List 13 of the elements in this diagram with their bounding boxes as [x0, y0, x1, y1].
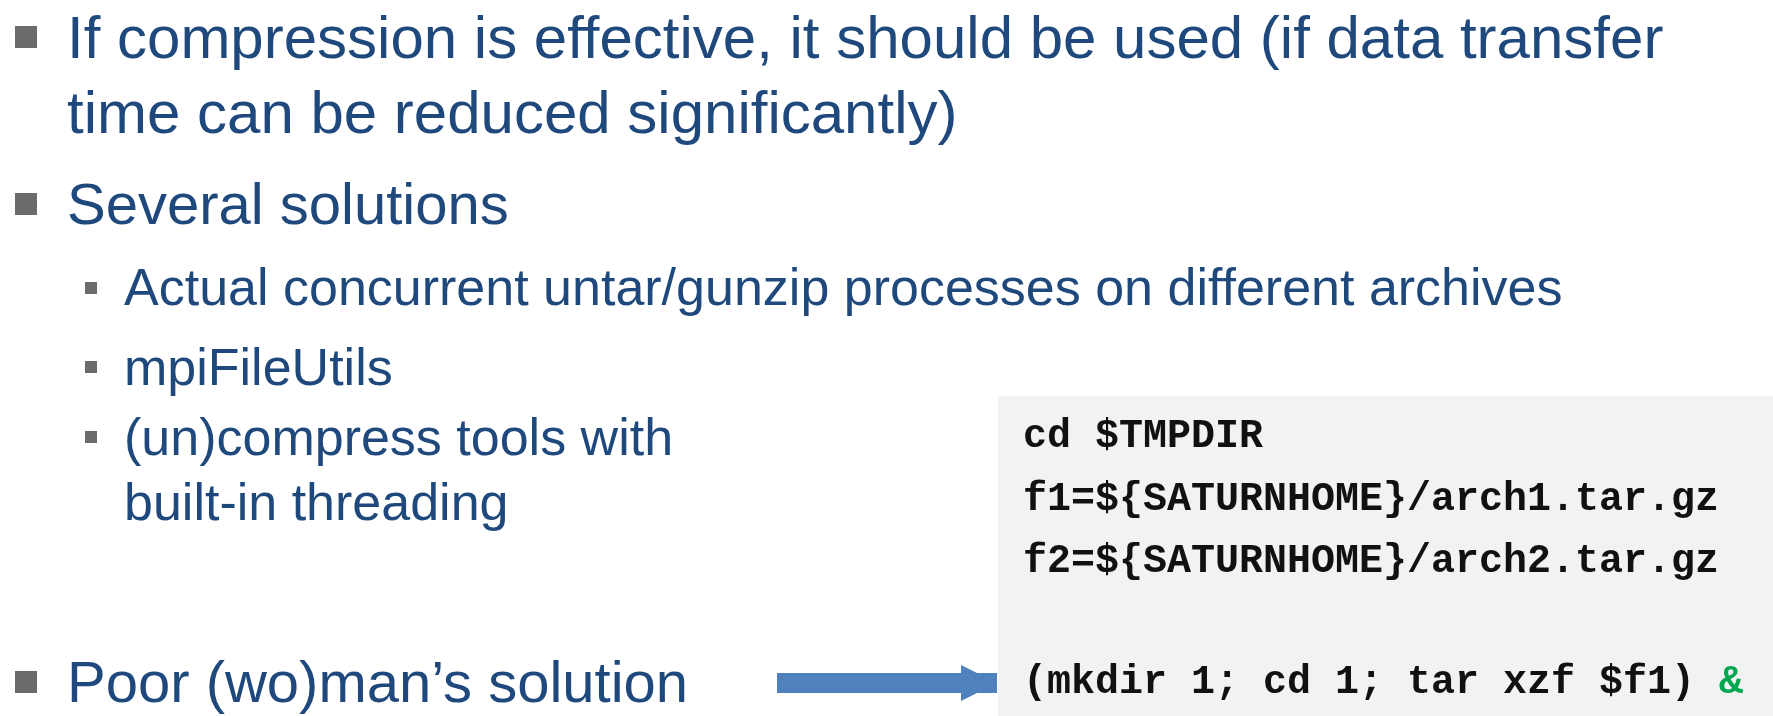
code-line: &: [1719, 659, 1743, 707]
bullet-text: (un)compress tools with built-in threading: [124, 407, 675, 533]
code-line: (mkdir 1; cd 1; tar xzf $f1): [1023, 659, 1696, 707]
code-line: cd $TMPDIR: [1023, 413, 1264, 461]
bullet-text: If compression is effective, it should be used (if data transfer time can be reduced significantly): [67, 3, 1665, 148]
code-panel: [998, 396, 1773, 716]
bullet-text: mpiFileUtils: [124, 337, 394, 398]
arrow: [777, 665, 997, 701]
code-line: f2=${SATURNHOME}/arch2.tar.gz: [1023, 538, 1720, 586]
bullet-text: Poor (wo)man’s solution: [67, 648, 689, 716]
code-line: f1=${SATURNHOME}/arch1.tar.gz: [1023, 476, 1720, 524]
bullet-text: Actual concurrent untar/gunzip processes on different archives: [124, 257, 1564, 318]
bullet-text: Several solutions: [67, 170, 510, 238]
